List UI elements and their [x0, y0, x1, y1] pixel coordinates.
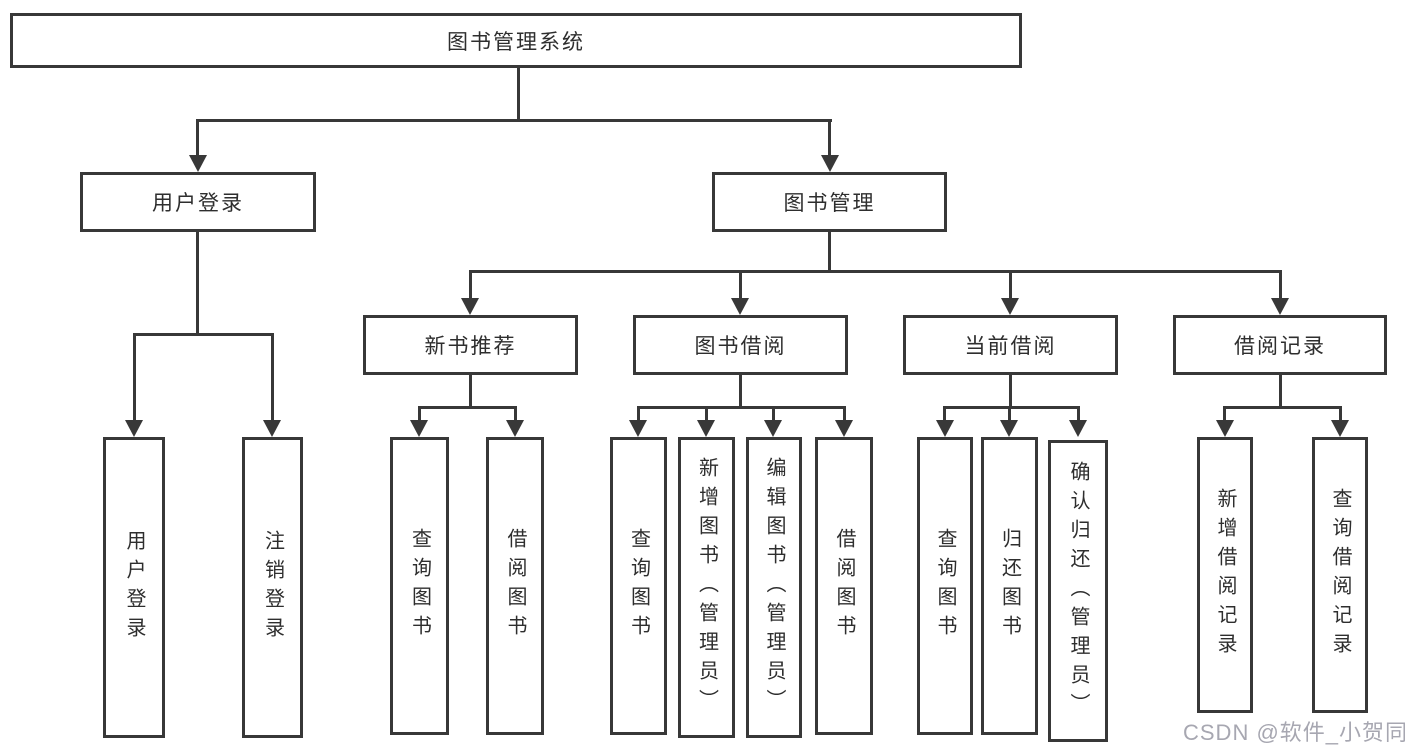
node-confirm-return-admin: 确认归还（管理员）	[1048, 440, 1108, 742]
connector-line	[705, 406, 708, 422]
connector-line	[1339, 406, 1342, 422]
connector-line	[843, 406, 846, 422]
node-add-borrow-record: 新增借阅记录	[1197, 437, 1253, 713]
arrowhead-icon	[764, 420, 782, 437]
connector-line	[1223, 406, 1226, 422]
connector-line	[196, 232, 199, 335]
node-query-books-borrow: 查询图书	[610, 437, 667, 735]
connector-line	[133, 333, 136, 421]
connector-line	[469, 270, 1281, 273]
node-logout: 注销登录	[242, 437, 303, 738]
node-user-login-group: 用户登录	[80, 172, 316, 232]
connector-line	[271, 333, 274, 421]
node-edit-book-admin: 编辑图书（管理员）	[746, 437, 802, 738]
arrowhead-icon	[189, 155, 207, 172]
arrowhead-icon	[1331, 420, 1349, 437]
connector-line	[637, 406, 846, 409]
node-query-books-current: 查询图书	[917, 437, 973, 735]
node-borrow-books: 借阅图书	[815, 437, 873, 735]
connector-line	[469, 270, 472, 300]
node-borrow-records: 借阅记录	[1173, 315, 1387, 375]
connector-line	[1009, 375, 1012, 408]
node-new-book-recommend: 新书推荐	[363, 315, 578, 375]
arrowhead-icon	[410, 420, 428, 437]
arrowhead-icon	[629, 420, 647, 437]
arrowhead-icon	[936, 420, 954, 437]
connector-line	[1009, 270, 1012, 300]
connector-line	[637, 406, 640, 422]
node-return-books: 归还图书	[981, 437, 1038, 735]
connector-line	[1077, 406, 1080, 422]
arrowhead-icon	[731, 298, 749, 315]
arrowhead-icon	[461, 298, 479, 315]
connector-line	[772, 406, 775, 422]
arrowhead-icon	[697, 420, 715, 437]
node-current-borrow: 当前借阅	[903, 315, 1118, 375]
arrowhead-icon	[821, 155, 839, 172]
arrowhead-icon	[1069, 420, 1087, 437]
arrowhead-icon	[1001, 298, 1019, 315]
connector-line	[943, 406, 946, 422]
connector-line	[514, 406, 517, 422]
connector-line	[739, 375, 742, 408]
connector-line	[1279, 270, 1282, 300]
arrowhead-icon	[1216, 420, 1234, 437]
node-book-management: 图书管理	[712, 172, 947, 232]
connector-line	[196, 119, 832, 122]
node-book-borrow: 图书借阅	[633, 315, 848, 375]
arrowhead-icon	[125, 420, 143, 437]
arrowhead-icon	[506, 420, 524, 437]
connector-line	[1223, 406, 1342, 409]
arrowhead-icon	[835, 420, 853, 437]
arrowhead-icon	[1000, 420, 1018, 437]
connector-line	[943, 406, 1080, 409]
node-root: 图书管理系统	[10, 13, 1022, 68]
connector-line	[418, 406, 421, 422]
node-query-borrow-record: 查询借阅记录	[1312, 437, 1368, 713]
arrowhead-icon	[1271, 298, 1289, 315]
node-user-login: 用户登录	[103, 437, 165, 738]
connector-line	[469, 375, 472, 408]
connector-line	[828, 119, 831, 157]
connector-line	[739, 270, 742, 300]
connector-line	[418, 406, 517, 409]
connector-line	[133, 333, 273, 336]
connector-line	[1279, 375, 1282, 408]
connector-line	[828, 232, 831, 272]
connector-line	[196, 119, 199, 157]
node-query-books-recommend: 查询图书	[390, 437, 449, 735]
watermark: CSDN @软件_小贺同学	[1183, 720, 1405, 745]
connector-line	[1008, 406, 1011, 422]
node-borrow-books-recommend: 借阅图书	[486, 437, 544, 735]
connector-line	[517, 68, 520, 121]
node-add-book-admin: 新增图书（管理员）	[678, 437, 735, 738]
arrowhead-icon	[263, 420, 281, 437]
